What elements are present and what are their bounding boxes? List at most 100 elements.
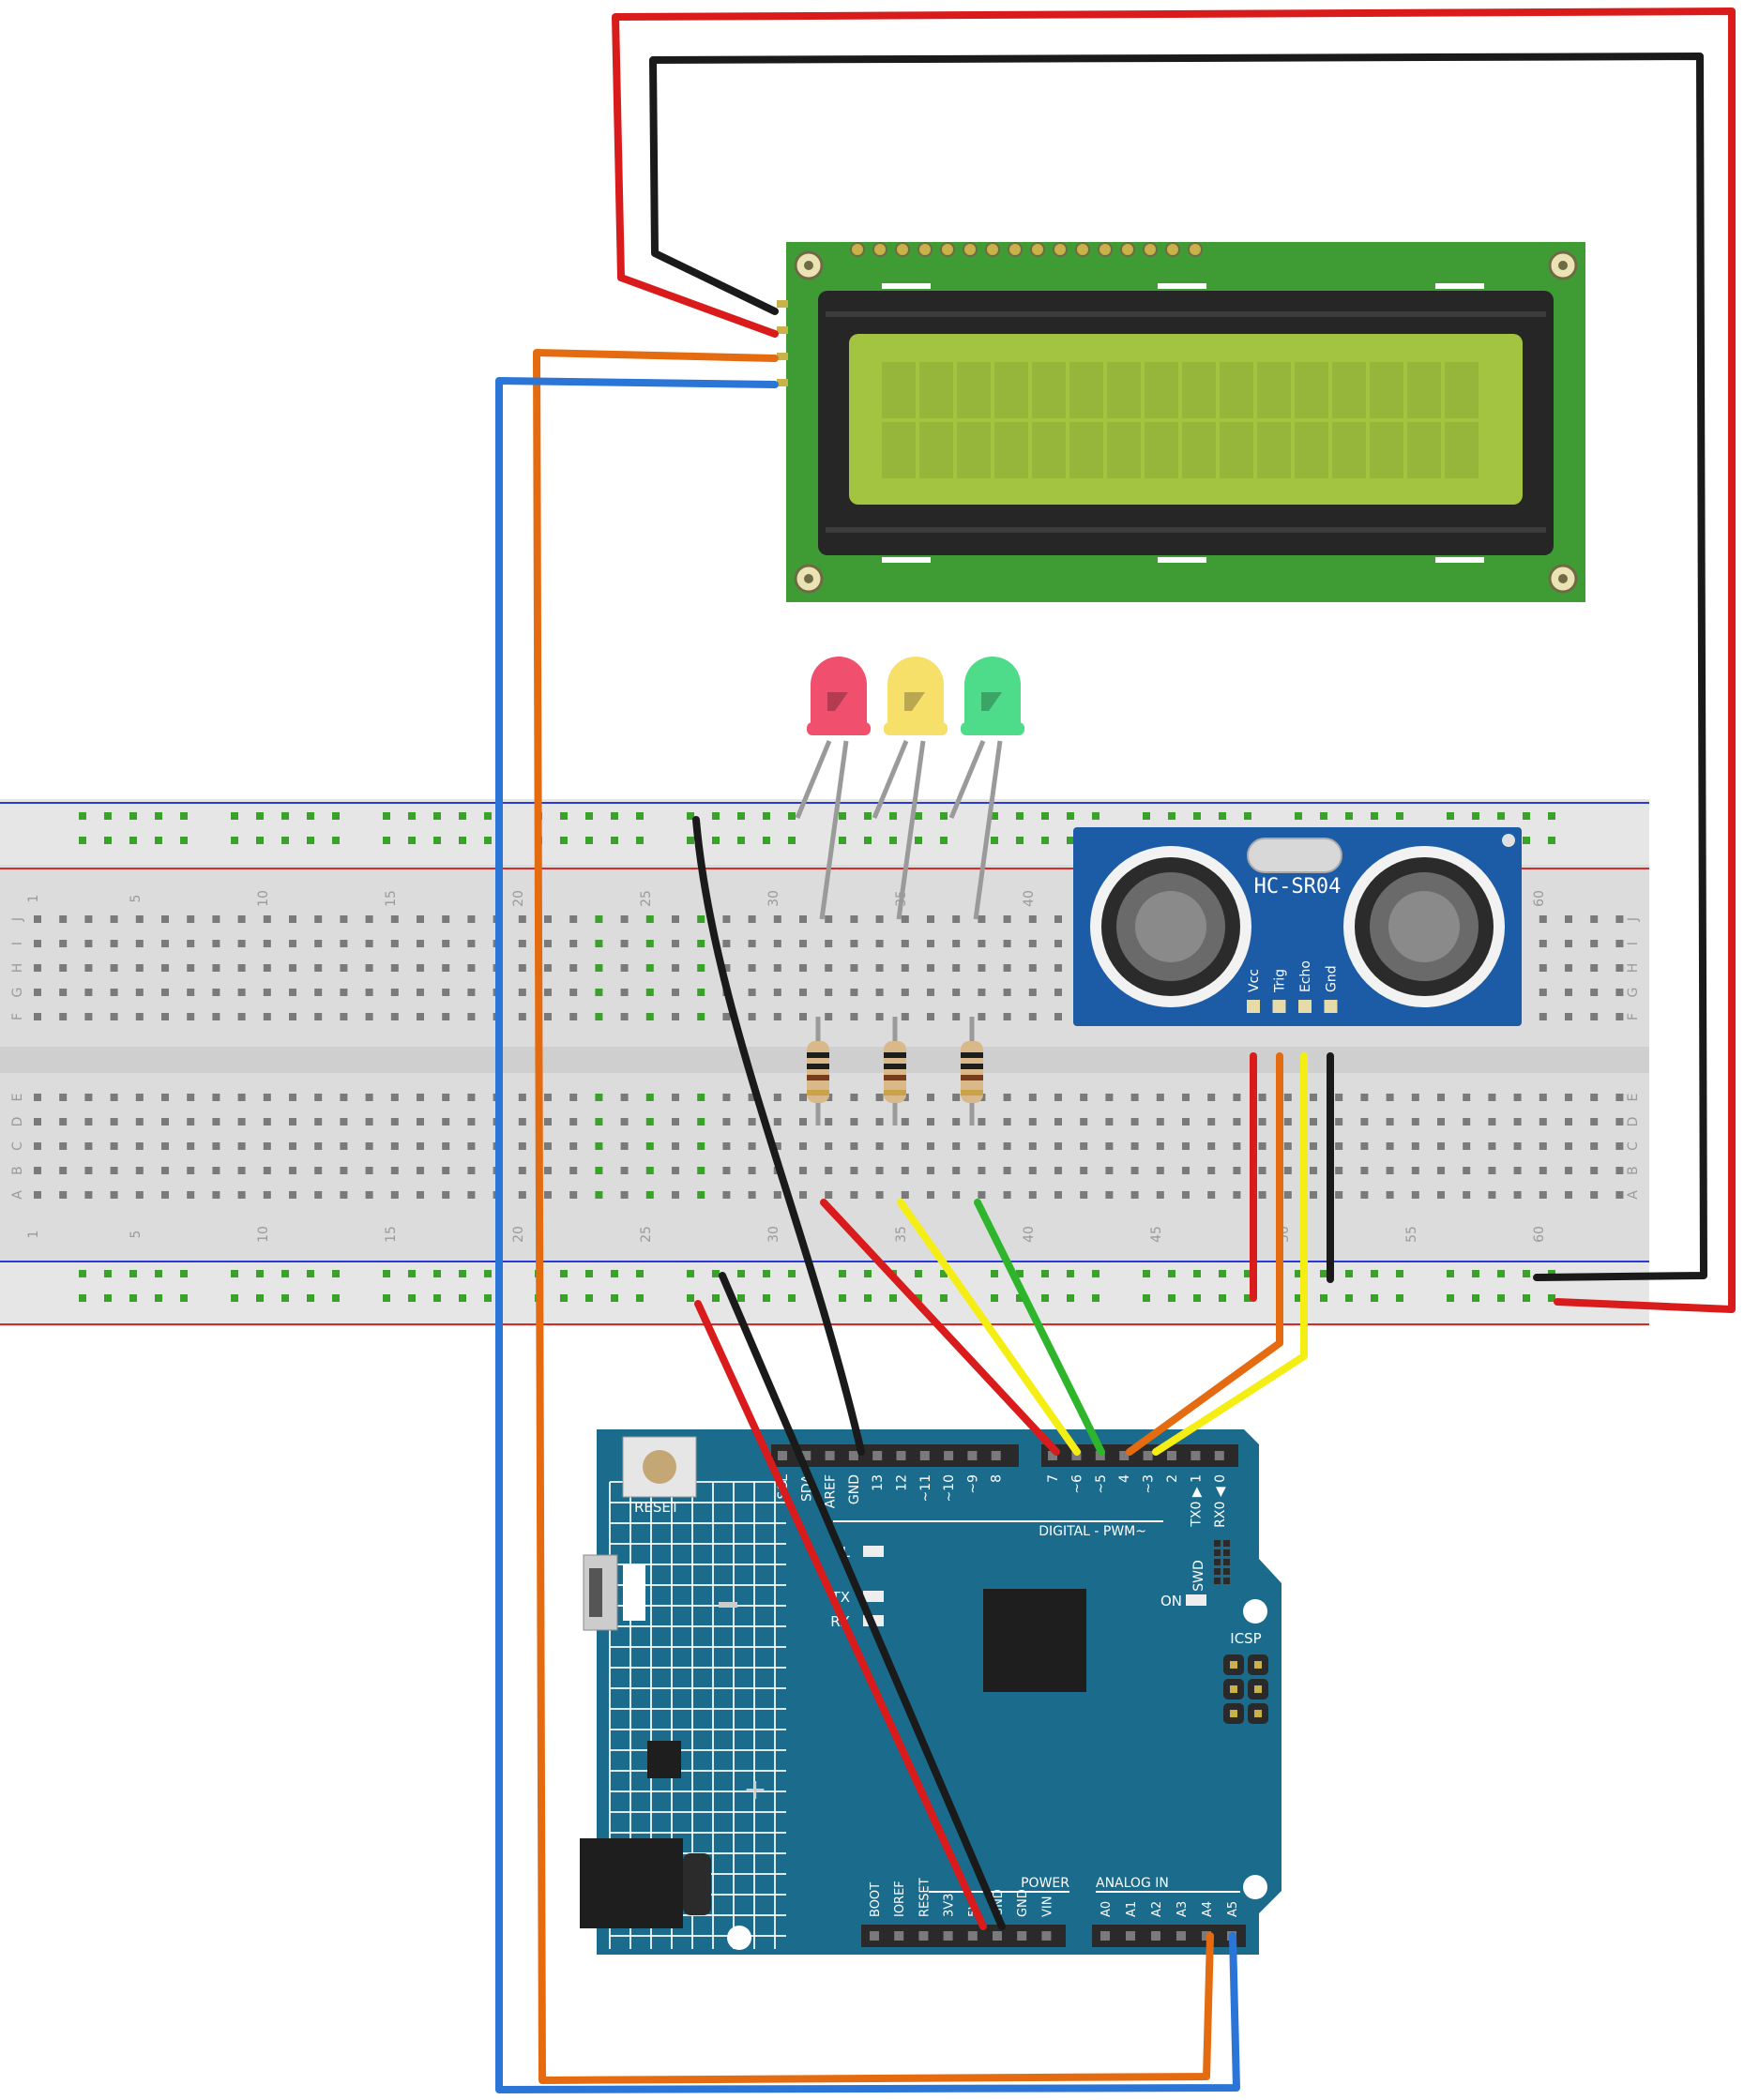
rail-hole bbox=[281, 1294, 289, 1302]
rail-hole bbox=[915, 1294, 922, 1302]
breadboard-hole bbox=[645, 989, 654, 996]
breadboard-hole bbox=[672, 940, 679, 947]
breadboard-hole bbox=[748, 1013, 756, 1020]
rail-hole bbox=[383, 837, 390, 844]
rail-hole bbox=[737, 812, 745, 820]
breadboard-hole bbox=[212, 989, 220, 996]
rail-hole bbox=[737, 837, 745, 844]
breadboard-hole bbox=[34, 1118, 41, 1126]
breadboard-hole bbox=[110, 915, 118, 923]
breadboard-hole bbox=[212, 1191, 220, 1199]
mounting-holes-arduino bbox=[727, 1599, 1267, 1950]
breadboard-hole bbox=[518, 989, 526, 996]
swd-pin bbox=[1214, 1540, 1221, 1547]
breadboard-hole bbox=[1207, 1094, 1216, 1101]
breadboard-hole bbox=[1310, 1142, 1317, 1150]
breadboard-hole bbox=[927, 915, 934, 923]
breadboard-hole bbox=[799, 1118, 807, 1126]
breadboard-hole bbox=[340, 1191, 348, 1199]
resistor-band bbox=[884, 1075, 906, 1080]
breadboard-hole bbox=[927, 1118, 934, 1126]
breadboard-hole bbox=[1590, 989, 1599, 996]
rail-hole bbox=[180, 837, 188, 844]
breadboard-hole bbox=[748, 989, 756, 996]
breadboard-hole bbox=[340, 1094, 348, 1101]
rail-hole bbox=[940, 1270, 948, 1277]
lcd-cell bbox=[1332, 362, 1366, 418]
swd-pin bbox=[1223, 1568, 1230, 1575]
swd-label: SWD bbox=[1191, 1560, 1206, 1592]
lcd-cell bbox=[1107, 362, 1141, 418]
column-number-bottom: 1 bbox=[26, 1231, 41, 1239]
rail-hole bbox=[788, 812, 796, 820]
breadboard-hole bbox=[1028, 964, 1037, 972]
breadboard-hole bbox=[1054, 964, 1062, 972]
rail-hole bbox=[1219, 1270, 1226, 1277]
lcd-cell bbox=[882, 362, 916, 418]
breadboard-hole bbox=[697, 1191, 705, 1199]
breadboard-hole bbox=[1386, 1191, 1394, 1199]
rail-hole bbox=[104, 1294, 112, 1302]
breadboard-hole bbox=[1105, 1142, 1114, 1150]
digital-pin-label: TX0 ▶ 1 bbox=[1189, 1474, 1204, 1528]
rail-hole bbox=[763, 837, 770, 844]
rail-hole bbox=[889, 812, 897, 820]
breadboard-hole bbox=[518, 940, 526, 947]
rail-hole bbox=[1092, 1294, 1099, 1302]
rail-hole bbox=[1193, 1270, 1201, 1277]
rail-hole bbox=[915, 812, 922, 820]
breadboard-hole bbox=[212, 964, 220, 972]
rail-hole bbox=[864, 1294, 872, 1302]
column-number-bottom: 15 bbox=[384, 1226, 399, 1243]
resistor-band bbox=[961, 1052, 983, 1058]
breadboard-hole bbox=[978, 964, 986, 972]
rail-hole bbox=[459, 1294, 466, 1302]
breadboard-hole bbox=[84, 989, 93, 996]
breadboard-hole bbox=[748, 1191, 756, 1199]
breadboard-hole bbox=[518, 1094, 526, 1101]
resistor-band bbox=[807, 1052, 829, 1058]
power-pin bbox=[943, 1931, 953, 1941]
breadboard-hole bbox=[467, 1191, 476, 1199]
breadboard-hole bbox=[467, 964, 476, 972]
reset-button[interactable] bbox=[622, 1436, 697, 1498]
led-anvil bbox=[981, 692, 1002, 711]
power-pin-label: 3V3 bbox=[943, 1894, 957, 1917]
column-number-top: 25 bbox=[639, 890, 654, 907]
breadboard-hole bbox=[442, 1167, 450, 1174]
breadboard-hole bbox=[34, 1142, 41, 1150]
row-letter: A bbox=[10, 1190, 25, 1200]
breadboard-hole bbox=[1565, 1167, 1572, 1174]
sensor-transducer-left bbox=[1090, 846, 1251, 1007]
breadboard-hole bbox=[289, 989, 296, 996]
digital-pin bbox=[919, 1451, 930, 1460]
breadboard-hole bbox=[212, 915, 220, 923]
breadboard-hole bbox=[1513, 1118, 1522, 1126]
rail-hole bbox=[1523, 1270, 1530, 1277]
rail-hole bbox=[332, 1294, 340, 1302]
breadboard-hole bbox=[365, 1013, 373, 1020]
wire-green-led-to-pin5 bbox=[974, 1199, 1105, 1456]
breadboard-hole bbox=[289, 1191, 296, 1199]
breadboard-hole bbox=[187, 989, 195, 996]
breadboard-hole bbox=[569, 964, 578, 972]
rail-hole bbox=[1143, 812, 1150, 820]
rail-hole bbox=[256, 1270, 264, 1277]
sensor-pin-label: Trig bbox=[1273, 969, 1288, 993]
breadboard-hole bbox=[1565, 989, 1572, 996]
breadboard-hole bbox=[875, 989, 884, 996]
breadboard-hole bbox=[1335, 1142, 1343, 1150]
breadboard-hole bbox=[314, 1118, 323, 1126]
digital-header-left bbox=[771, 1444, 1019, 1467]
digital-pin-label: 13 bbox=[871, 1474, 886, 1491]
breadboard-hole bbox=[672, 1142, 679, 1150]
digital-pin bbox=[944, 1451, 954, 1460]
icsp-header bbox=[1223, 1654, 1268, 1724]
lcd-cell bbox=[1107, 422, 1141, 478]
rail-hole bbox=[484, 812, 492, 820]
breadboard-hole bbox=[442, 1142, 450, 1150]
breadboard-hole bbox=[289, 940, 296, 947]
breadboard-hole bbox=[1310, 1167, 1317, 1174]
breadboard-hole bbox=[875, 1094, 884, 1101]
rail-hole bbox=[1371, 1270, 1378, 1277]
